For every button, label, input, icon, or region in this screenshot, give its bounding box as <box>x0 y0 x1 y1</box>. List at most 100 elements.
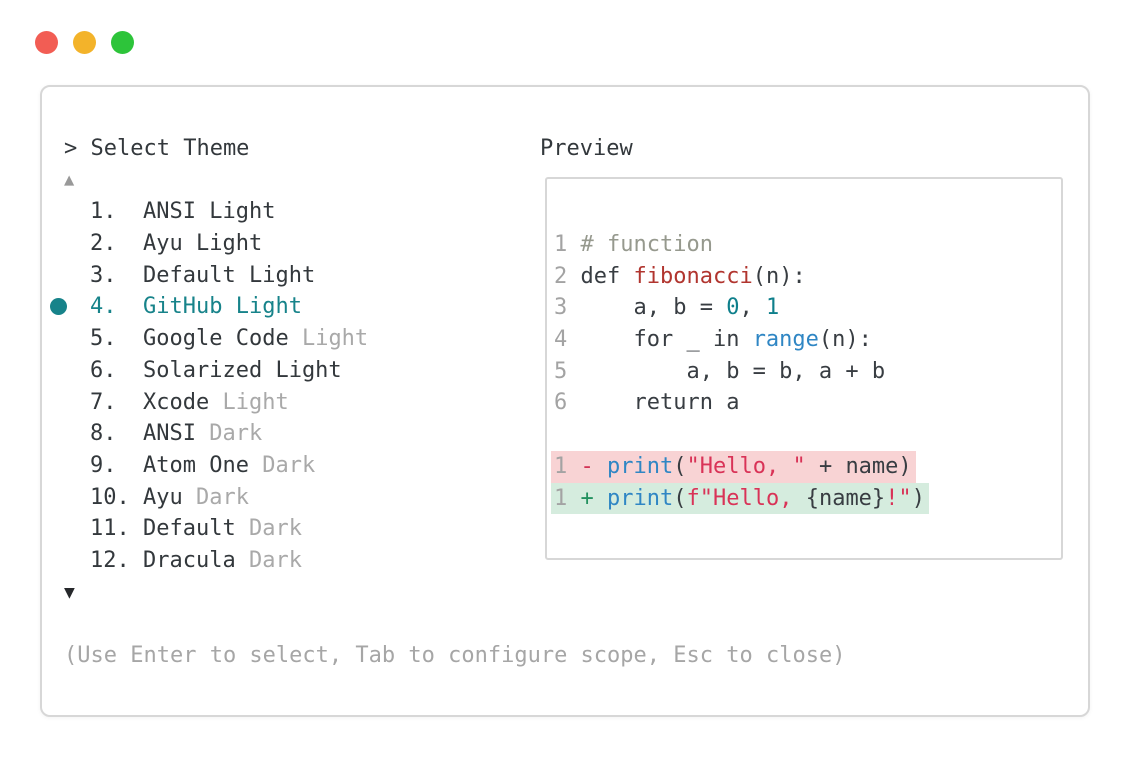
code-token: range <box>752 327 819 353</box>
code-token: for _ in <box>580 327 753 353</box>
theme-option-github-light[interactable]: 4. GitHub Light <box>50 291 524 323</box>
theme-name-suffix: Light <box>209 389 289 415</box>
theme-number: 2. <box>90 231 117 257</box>
theme-number: 4. <box>90 294 117 320</box>
minimize-button[interactable] <box>73 31 96 54</box>
theme-number: 1. <box>90 199 117 225</box>
code-token: 1 <box>765 295 780 321</box>
theme-option-atom-one[interactable]: 9. Atom One Dark <box>64 450 524 482</box>
theme-name: Ayu Light <box>143 231 263 257</box>
diff-line-added: 1 + print(f"Hello, {name}!") <box>551 482 1061 515</box>
code-token: + <box>580 485 607 511</box>
theme-option-dracula[interactable]: 12. Dracula Dark <box>64 545 524 577</box>
window-controls <box>35 31 134 54</box>
line-number: 1 <box>554 453 581 479</box>
theme-number: 3. <box>90 262 117 288</box>
theme-name: Dracula <box>143 547 236 573</box>
theme-name: Default Light <box>143 262 316 288</box>
theme-list-pane: > Select Theme ▲ 1. ANSI Light 2. Ayu Light… <box>50 133 846 672</box>
code-token: 0 <box>726 295 740 321</box>
theme-option-google-code[interactable]: 5. Google Code Light <box>64 323 524 355</box>
code-line: 1 # function <box>554 229 1061 261</box>
code-token: a, b = <box>580 295 727 321</box>
theme-number: 5. <box>90 326 117 352</box>
code-token: ( <box>673 485 687 511</box>
code-token: ) <box>911 485 925 511</box>
code-token: , <box>739 295 766 321</box>
line-number: 1 <box>554 232 581 257</box>
theme-number: 11. <box>90 516 130 542</box>
code-line: 6 return a <box>554 387 1061 419</box>
code-token: return a <box>580 390 740 416</box>
line-number: 1 <box>554 485 581 511</box>
theme-name-suffix: Dark <box>235 516 302 542</box>
close-button[interactable] <box>35 31 58 54</box>
theme-name: GitHub Light <box>143 294 302 320</box>
theme-number: 9. <box>90 452 117 478</box>
theme-name-suffix: Light <box>288 326 369 352</box>
code-blank-line <box>554 419 1061 451</box>
theme-name: Solarized Light <box>143 357 342 383</box>
scroll-up-icon[interactable]: ▲ <box>64 169 75 190</box>
code-token: ( <box>673 453 687 479</box>
theme-name-suffix: Dark <box>195 421 263 447</box>
line-number: 4 <box>554 327 581 353</box>
theme-number: 12. <box>90 547 130 573</box>
theme-option-ayu-light[interactable]: 2. Ayu Light <box>64 228 524 260</box>
theme-option-xcode[interactable]: 7. Xcode Light <box>64 387 524 419</box>
code-line: 2 def fibonacci(n): <box>554 261 1061 293</box>
theme-option-solarized-light[interactable]: 6. Solarized Light <box>64 355 524 387</box>
scroll-down-icon[interactable]: ▼ <box>64 581 75 603</box>
code-token: fibonacci <box>633 263 753 289</box>
theme-list: 1. ANSI Light 2. Ayu Light 3. Default Light 4.… <box>50 196 524 577</box>
theme-name-suffix: Dark <box>235 547 302 573</box>
code-line: 5 a, b = b, a + b <box>554 356 1061 388</box>
theme-selector-window: > Select Theme ▲ 1. ANSI Light 2. Ayu Light… <box>40 85 1090 717</box>
theme-name-suffix: Dark <box>248 452 316 478</box>
theme-option-ayu[interactable]: 10. Ayu Dark <box>64 482 524 514</box>
code-token: # function <box>580 232 713 257</box>
code-token: "Hello, " <box>686 453 806 479</box>
code-token: (n): <box>818 327 872 353</box>
code-token: (n): <box>752 263 806 289</box>
theme-number: 8. <box>90 421 117 447</box>
theme-number: 6. <box>90 357 117 383</box>
code-line: 4 for _ in range(n): <box>554 324 1061 356</box>
code-token: print <box>607 485 674 511</box>
theme-name: ANSI Light <box>143 199 276 225</box>
code-token: !" <box>885 485 912 511</box>
theme-name: Ayu <box>143 484 183 510</box>
theme-option-default[interactable]: 11. Default Dark <box>64 513 524 545</box>
theme-number: 10. <box>90 484 130 510</box>
theme-option-ansi[interactable]: 8. ANSI Dark <box>64 418 524 450</box>
theme-name: Google Code <box>143 326 289 352</box>
theme-name: Xcode <box>143 389 210 415</box>
line-number: 5 <box>554 358 581 384</box>
line-number: 3 <box>554 295 581 321</box>
theme-option-default-light[interactable]: 3. Default Light <box>64 260 524 292</box>
code-token: def <box>580 263 634 289</box>
theme-name-suffix: Dark <box>182 484 249 510</box>
code-line: 3 a, b = 0, 1 <box>554 292 1061 324</box>
footer-hint: (Use Enter to select, Tab to configure s… <box>64 643 846 668</box>
code-token: {name} <box>805 485 886 511</box>
theme-name: Atom One <box>143 452 249 478</box>
spacer <box>64 608 524 640</box>
line-number: 2 <box>554 263 581 289</box>
zoom-button[interactable] <box>111 31 134 54</box>
diff-line-removed: 1 - print("Hello, " + name) <box>551 450 1061 483</box>
selected-bullet-icon <box>50 298 67 316</box>
code-token: f"Hello, <box>686 485 806 511</box>
theme-name: Default <box>143 516 236 542</box>
theme-number: 7. <box>90 389 117 415</box>
theme-option-ansi-light[interactable]: 1. ANSI Light <box>64 196 524 228</box>
code-token: print <box>607 453 674 479</box>
theme-name: ANSI <box>143 421 196 447</box>
preview-title: Preview <box>540 136 633 161</box>
code-token: + name) <box>805 453 912 479</box>
code-token: - <box>580 453 607 479</box>
code-token: a, b = b, a + b <box>580 358 886 384</box>
dialog-title: > Select Theme <box>64 136 250 161</box>
